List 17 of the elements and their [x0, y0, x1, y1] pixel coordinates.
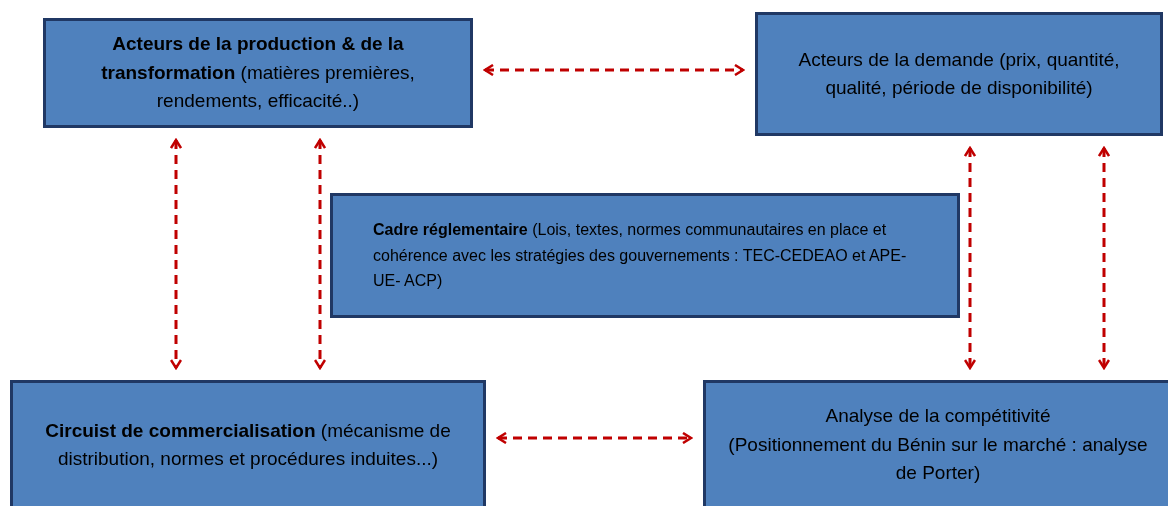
process-box [755, 12, 1163, 136]
box-text: Acteurs de la demande (prix, quantité, qualité, période de disponibilité) [797, 47, 1121, 100]
box-text: Analyse de la compétitivité [825, 404, 1051, 429]
box-text: (Positionnement du Bénin sur le marché : analyse de Porter) [727, 432, 1149, 486]
process-box [330, 193, 960, 318]
dashed-double-arrow [963, 146, 977, 370]
dashed-double-arrow [169, 138, 183, 370]
process-box [10, 380, 486, 506]
process-box [703, 380, 1168, 506]
dashed-double-arrow [483, 63, 745, 77]
box-text: Acteurs de la production & de la transformation (matières premières, rendements, efficacité..) [100, 32, 416, 114]
dashed-double-arrow [496, 431, 693, 445]
box-text: Cadre réglementaire (Lois, textes, normes communautaires en place et cohérence avec les stratégies des gouvernements : TEC-CEDEAO et APE-UE- ACP) [373, 220, 908, 292]
dashed-double-arrow [313, 138, 327, 370]
process-box [43, 18, 473, 128]
box-text: Circuist de commercialisation (mécanisme de distribution, normes et procédures induites...) [44, 418, 452, 471]
dashed-double-arrow [1097, 146, 1111, 370]
